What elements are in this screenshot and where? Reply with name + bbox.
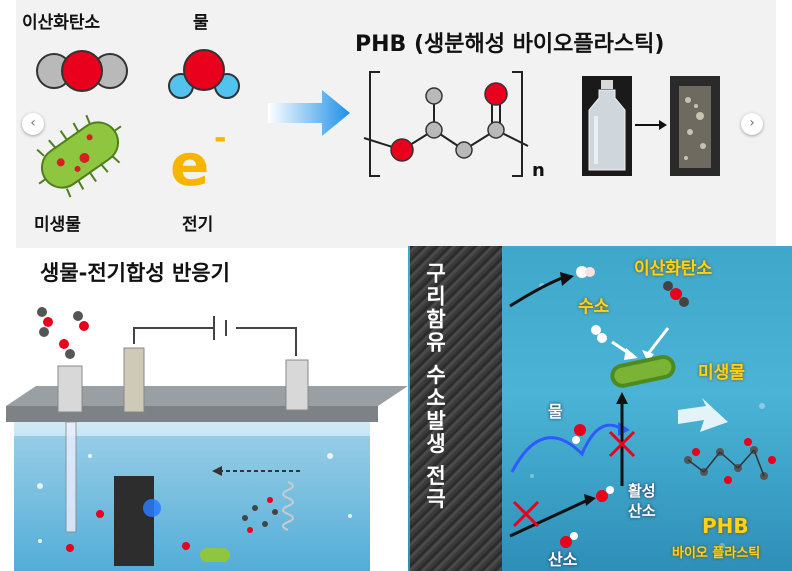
floating-molecules [37,307,89,359]
water-molecule-icon [168,49,240,99]
co2-molecule-icon [36,50,128,92]
detail-phb-label: PHB [702,514,749,538]
electricity-label: 전기 [182,215,214,235]
phb-polymer-structure [363,71,529,177]
electrode-surface [410,246,502,571]
electron-charge-icon: - [214,121,227,156]
carousel-prev-button[interactable]: ‹ [22,113,44,135]
electrode-label: 구리함유 수소발생 전극 [423,262,447,511]
degradation-arrow-icon [635,120,667,130]
co2-label: 이산화탄소 [22,13,101,33]
detail-bioplastic-label: 바이오 플라스틱 [672,546,761,561]
degraded-plastic-image [670,76,720,176]
carousel-next-button[interactable]: › [741,113,763,135]
microbe-label: 미생물 [34,215,81,235]
reactor-illustration [6,307,408,571]
phb-title: PHB (생분해성 바이오플라스틱) [355,32,665,57]
process-arrow-icon [268,90,350,136]
plastic-bottle-image [582,76,632,176]
microbe-icon [36,114,122,198]
detail-microbe-label: 미생물 [698,363,745,383]
water-label: 물 [193,13,209,33]
detail-oxygen-label: 산소 [548,550,578,569]
detail-active-oxygen-line2: 산소 [628,502,656,520]
electron-icon: e [170,131,210,199]
detail-active-oxygen-line1: 활성 [628,482,656,500]
reactor-title: 생물-전기합성 반응기 [40,261,230,285]
polymer-repeat-n: n [532,160,545,181]
detail-hydrogen-label: 수소 [578,297,610,317]
detail-co2-label: 이산화탄소 [634,259,713,279]
detail-water-label: 물 [548,402,563,421]
reaction-detail-diagram [509,264,776,549]
